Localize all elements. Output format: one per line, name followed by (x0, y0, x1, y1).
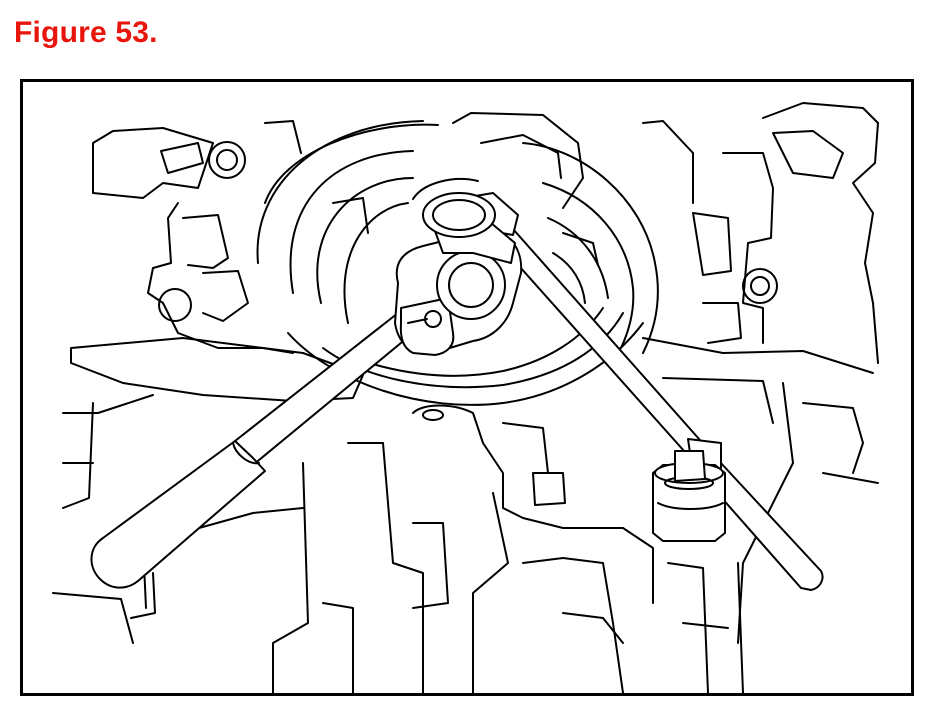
crankshaft-pulley-icon (412, 178, 479, 200)
socket-icon (652, 450, 726, 542)
ratchet-handle-icon (90, 192, 523, 589)
engine-block-outline (52, 102, 879, 693)
illustration-frame (20, 79, 914, 696)
engine-block-drawing (52, 102, 879, 693)
figure-title: Figure 53. (14, 16, 158, 49)
